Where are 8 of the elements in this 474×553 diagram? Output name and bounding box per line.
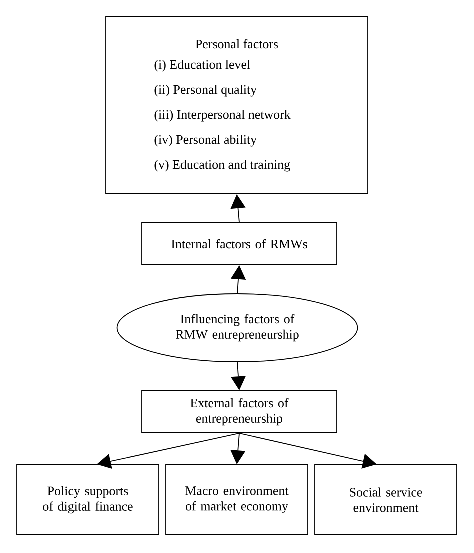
factor-box: Policy supports of digital finance — [16, 464, 160, 536]
arrow — [97, 433, 240, 469]
factor-box: Social service environment — [314, 464, 458, 536]
factor-box: Macro environment of market economy — [166, 464, 308, 536]
arrow — [239, 433, 377, 469]
factor-box: Internal factors of RMWs — [142, 222, 338, 266]
factor-box: External factors of entrepreneurship — [142, 390, 338, 434]
factor-list-box: Personal factors (i) Education level (ii) Personal quality (iii) Interpersonal network (iv) Personal ability (v) Education and training — [106, 16, 368, 194]
